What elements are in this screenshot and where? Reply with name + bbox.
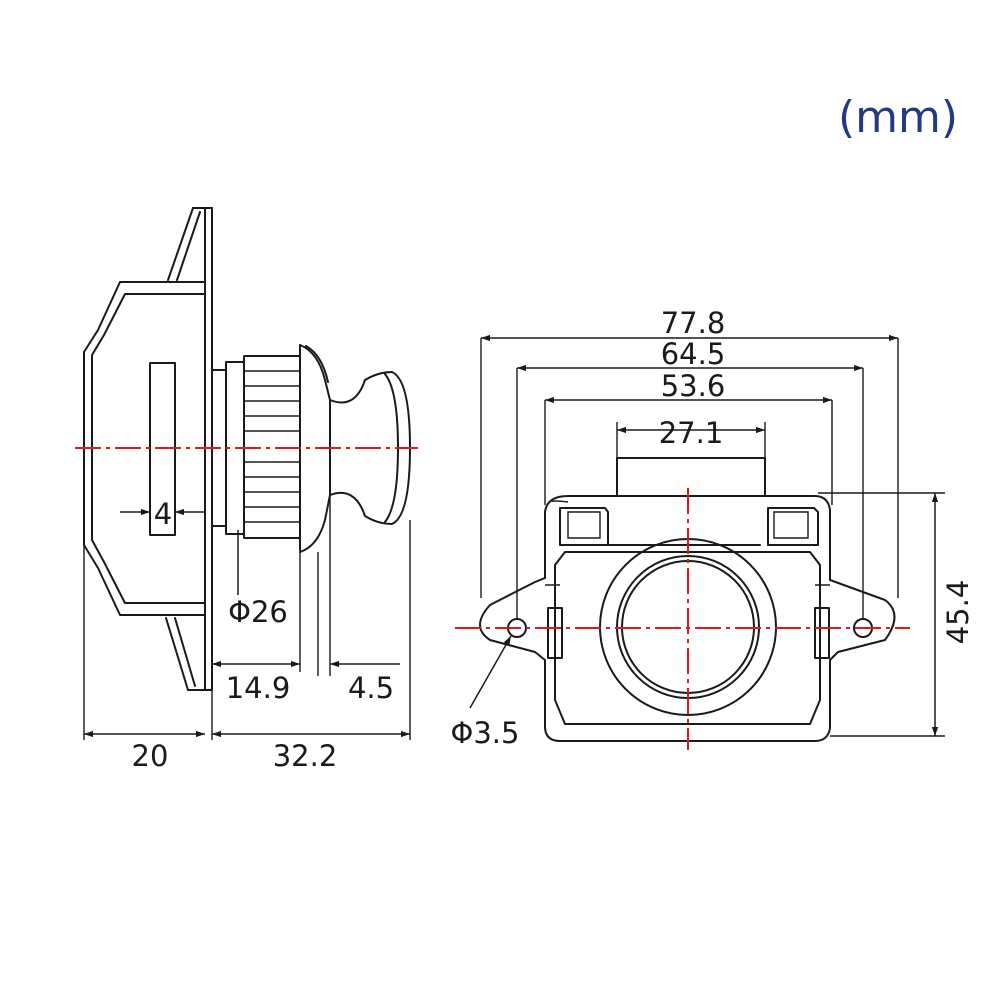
body-depth-label: 20 [132, 739, 169, 773]
thread-diameter-label: Φ26 [228, 595, 288, 629]
dim-body-depth: 20 [83, 520, 411, 773]
hole-diameter-label: Φ3.5 [451, 716, 520, 750]
top-tab [616, 457, 766, 497]
front-view: 77.8 64.5 53.6 27.1 45.4 Φ3.5 [451, 306, 975, 750]
side-view: 4 Φ26 14.9 4.5 20 32.2 [75, 207, 418, 773]
dim-hole-spacing: 64.5 [516, 337, 864, 618]
overall-width-label: 77.8 [661, 306, 726, 340]
dim-overall-width: 77.8 [480, 306, 899, 598]
dim-slot-width: 4 [120, 497, 205, 531]
dim-protrusion: 32.2 [212, 730, 410, 773]
protrusion-label: 32.2 [273, 739, 338, 773]
dim-body-width: 53.6 [544, 369, 833, 505]
dim-hole-diameter: Φ3.5 [451, 635, 520, 750]
hole-spacing-label: 64.5 [661, 337, 726, 371]
top-tab-width-label: 27.1 [659, 416, 724, 450]
slot-width-label: 4 [154, 497, 172, 531]
dim-thread-diameter: Φ26 [228, 530, 288, 629]
dim-knob-length: 4.5 [329, 495, 400, 705]
height-label: 45.4 [941, 580, 975, 645]
dim-top-tab-width: 27.1 [616, 416, 766, 458]
dim-thread-length: 14.9 [211, 550, 319, 740]
thread-length-label: 14.9 [226, 671, 291, 705]
dim-height: 45.4 [818, 492, 975, 737]
inner-frame [545, 507, 830, 725]
knob-length-label: 4.5 [348, 671, 394, 705]
mounting-flange [165, 207, 213, 691]
unit-label: (mm) [838, 92, 958, 143]
body-width-label: 53.6 [661, 369, 726, 403]
